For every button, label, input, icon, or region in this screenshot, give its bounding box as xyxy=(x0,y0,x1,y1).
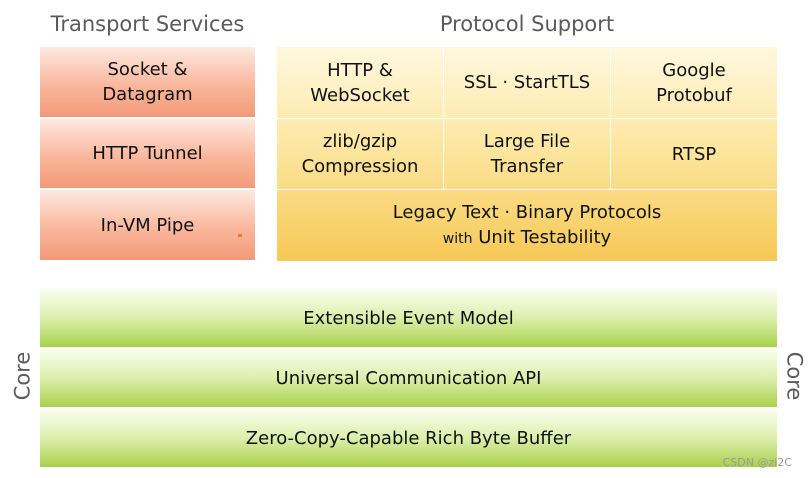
protocol-legacy-line2: Unit Testability xyxy=(478,226,612,248)
core-extensible-event-model: Extensible Event Model xyxy=(40,289,777,347)
protocol-zlib-gzip-line2: Compression xyxy=(301,156,419,177)
protocol-http-websocket-line1: HTTP & xyxy=(327,59,393,81)
protocol-zlib-gzip-compression: zlib/gzip Compression xyxy=(277,119,443,189)
protocol-google-protobuf-line2: Protobuf xyxy=(656,84,732,106)
protocol-legacy-line2-wrap: with Unit Testability xyxy=(443,225,611,252)
protocol-divider-row2 xyxy=(277,189,777,190)
transport-socket-datagram: Socket & Datagram xyxy=(40,47,255,118)
decorative-dot xyxy=(238,234,242,237)
protocol-ssl-starttls: SSL · StartTLS xyxy=(444,47,610,118)
transport-socket-datagram-line2: Datagram xyxy=(102,84,193,105)
protocol-google-protobuf-line1: Google xyxy=(662,59,726,81)
core-layer-label: Extensible Event Model xyxy=(303,307,514,329)
protocol-http-websocket-line2: WebSocket xyxy=(310,84,410,106)
core-universal-communication-api: Universal Communication API xyxy=(40,349,777,407)
core-layer-label: Universal Communication API xyxy=(275,367,542,389)
transport-http-tunnel: HTTP Tunnel xyxy=(40,119,255,189)
protocol-google-protobuf: Google Protobuf xyxy=(611,47,777,118)
protocol-support-header: Protocol Support xyxy=(439,12,615,36)
protocol-legacy-line1: Legacy Text · Binary Protocols xyxy=(392,201,662,223)
core-layer-label: Zero-Copy-Capable Rich Byte Buffer xyxy=(245,427,572,449)
transport-http-tunnel-label: HTTP Tunnel xyxy=(92,143,203,164)
protocol-divider-col2 xyxy=(610,47,611,189)
protocol-support-panel xyxy=(277,47,777,261)
transport-in-vm-pipe-label: In-VM Pipe xyxy=(100,214,195,236)
core-zero-copy-byte-buffer: Zero-Copy-Capable Rich Byte Buffer xyxy=(40,409,777,467)
transport-in-vm-pipe: In-VM Pipe xyxy=(40,190,255,261)
protocol-divider-col1 xyxy=(443,47,444,189)
protocol-legacy-with: with xyxy=(442,230,473,247)
protocol-zlib-gzip-line1: zlib/gzip xyxy=(322,131,398,152)
protocol-rtsp: RTSP xyxy=(611,119,777,189)
protocol-legacy-text-binary: Legacy Text · Binary Protocols with Unit… xyxy=(277,190,777,261)
transport-services-header: Transport Services xyxy=(50,12,245,36)
protocol-http-websocket: HTTP & WebSocket xyxy=(277,47,443,118)
transport-socket-datagram-line1: Socket & xyxy=(107,59,188,80)
protocol-divider-row1 xyxy=(277,118,777,119)
core-label-right: Core xyxy=(782,351,807,401)
protocol-large-file-line2: Transfer xyxy=(490,156,564,177)
protocol-rtsp-label: RTSP xyxy=(671,143,717,165)
core-label-left: Core xyxy=(10,351,35,401)
protocol-large-file-line1: Large File xyxy=(483,131,571,152)
watermark: CSDN @zl2C xyxy=(722,456,792,469)
protocol-ssl-starttls-label: SSL · StartTLS xyxy=(463,72,591,93)
protocol-large-file-transfer: Large File Transfer xyxy=(444,119,610,189)
